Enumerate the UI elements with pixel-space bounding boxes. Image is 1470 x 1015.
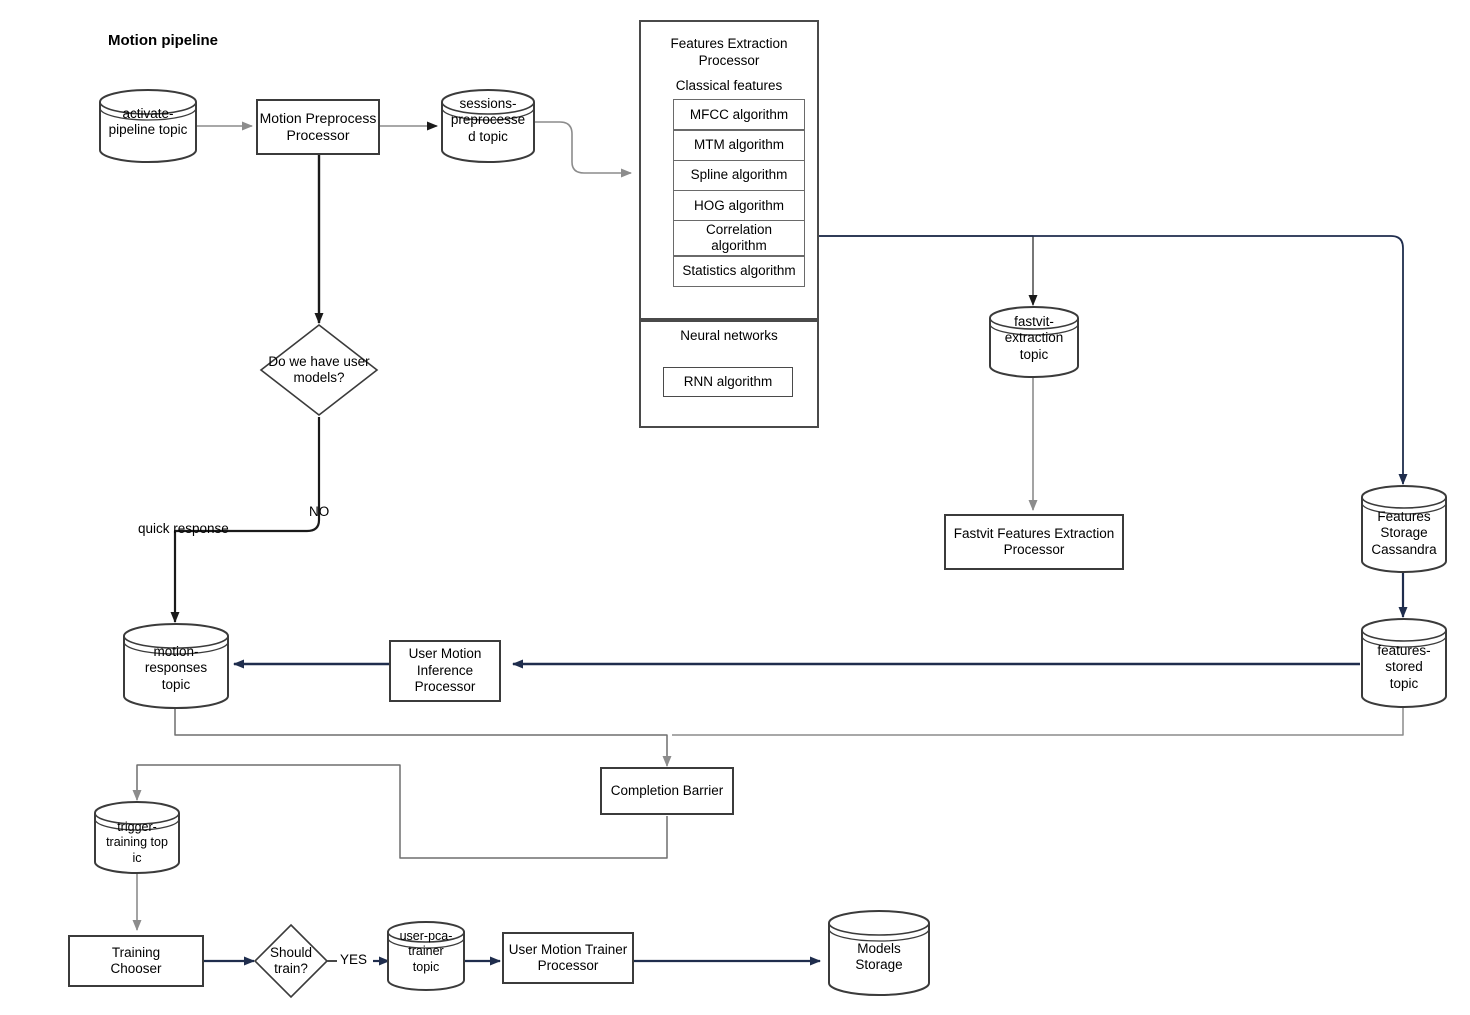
box-algorithm-1[interactable]: MTM algorithm — [673, 129, 805, 161]
edge-features-to-fastvit — [818, 235, 1038, 306]
edge-label-yes: YES — [340, 952, 368, 967]
box-rnn-algorithm[interactable]: RNN algorithm — [663, 367, 793, 397]
box-algorithm-0[interactable]: MFCC algorithm — [673, 99, 805, 131]
edge-barrier-to-trigger-training — [132, 764, 668, 859]
cylinder-activate-pipeline-topic[interactable]: activate-pipeline topic — [98, 88, 198, 164]
edge-sessions-to-features — [534, 121, 632, 178]
edge-features-stored-to-barrier — [672, 708, 1404, 736]
edge-label-quick-response: quick response — [138, 521, 229, 536]
diagram-title: Motion pipeline — [108, 32, 218, 49]
box-algorithm-2[interactable]: Spline algorithm — [673, 159, 805, 191]
box-algorithm-5[interactable]: Statistics algorithm — [673, 255, 805, 287]
neural-networks-title: Neural networks — [680, 328, 778, 343]
cylinder-label: activate-pipeline topic — [108, 106, 188, 138]
edge-motion-responses-to-barrier — [174, 708, 672, 767]
box-completion-barrier[interactable]: Completion Barrier — [600, 767, 734, 815]
edge-label-no: NO — [309, 504, 330, 519]
panel-neural-networks: Neural networks RNN algorithm — [639, 320, 819, 428]
edge-features-to-cassandra — [818, 235, 1408, 485]
box-algorithm-3[interactable]: HOG algorithm — [673, 190, 805, 221]
classical-features-title: Classical features — [675, 78, 783, 93]
edge-decision-no-to-motion-responses — [170, 417, 321, 623]
